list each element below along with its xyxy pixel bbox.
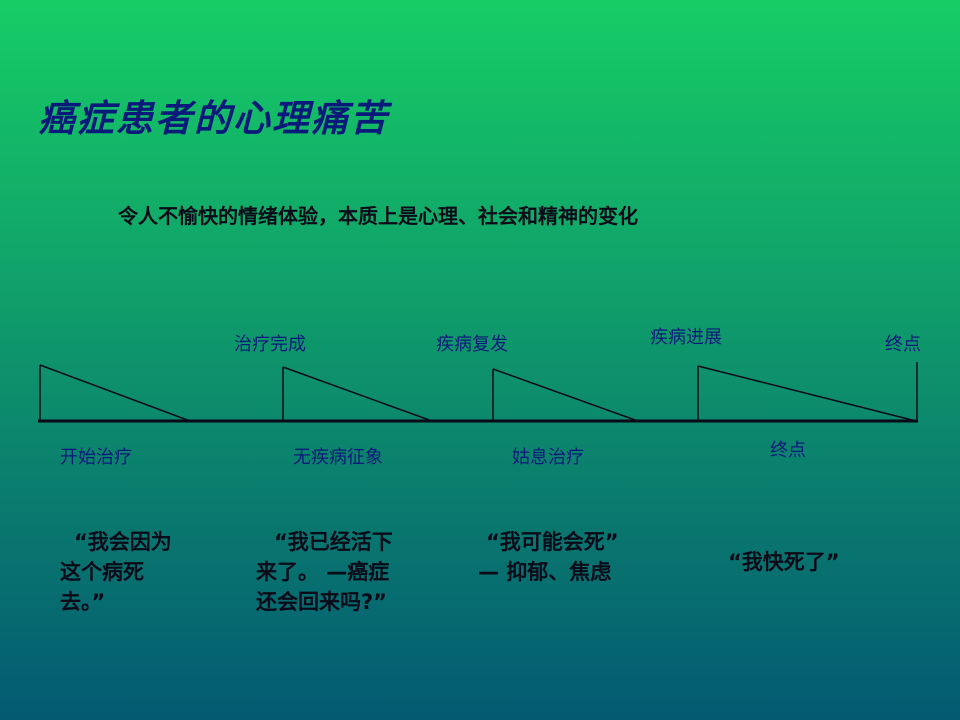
phase-4-slope xyxy=(697,365,917,422)
quote-2-line: “我已经活下 xyxy=(274,530,393,554)
quote-3: “我可能会死” — 抑郁、焦虑 xyxy=(478,527,619,587)
quote-2: “我已经活下 来了。 —癌症 还会回来吗?” xyxy=(256,527,393,617)
slide-title: 癌症患者的心理痛苦 xyxy=(38,97,389,140)
phase-2-slope xyxy=(282,366,433,422)
label-start-treatment: 开始治疗 xyxy=(60,447,132,468)
quote-4-line: “我快死了” xyxy=(728,550,840,574)
quote-1-line: 去。” xyxy=(60,590,106,614)
slide-subtitle: 令人不愉快的情绪体验，本质上是心理、社会和精神的变化 xyxy=(118,204,638,228)
label-end-top: 终点 xyxy=(885,334,921,355)
quote-2-line: 来了。 —癌症 xyxy=(256,560,390,584)
label-treatment-complete: 治疗完成 xyxy=(234,334,306,355)
quote-1: “我会因为 这个病死 去。” xyxy=(60,527,172,617)
label-no-evidence-of-disease: 无疾病征象 xyxy=(293,447,383,468)
phase-3-slope xyxy=(492,368,639,422)
quote-2-line: 还会回来吗?” xyxy=(256,590,387,614)
label-end-bottom: 终点 xyxy=(770,440,806,461)
label-recurrence: 疾病复发 xyxy=(436,334,508,355)
label-palliative-care: 姑息治疗 xyxy=(512,447,584,468)
label-progression: 疾病进展 xyxy=(650,327,722,348)
quote-3-line: “我可能会死” xyxy=(486,530,619,554)
quote-3-line: — 抑郁、焦虑 xyxy=(478,560,612,584)
phase-1-slope xyxy=(39,364,191,422)
quote-1-line: 这个病死 xyxy=(60,560,144,584)
quote-1-line: “我会因为 xyxy=(74,530,172,554)
quote-4: “我快死了” xyxy=(728,547,840,577)
